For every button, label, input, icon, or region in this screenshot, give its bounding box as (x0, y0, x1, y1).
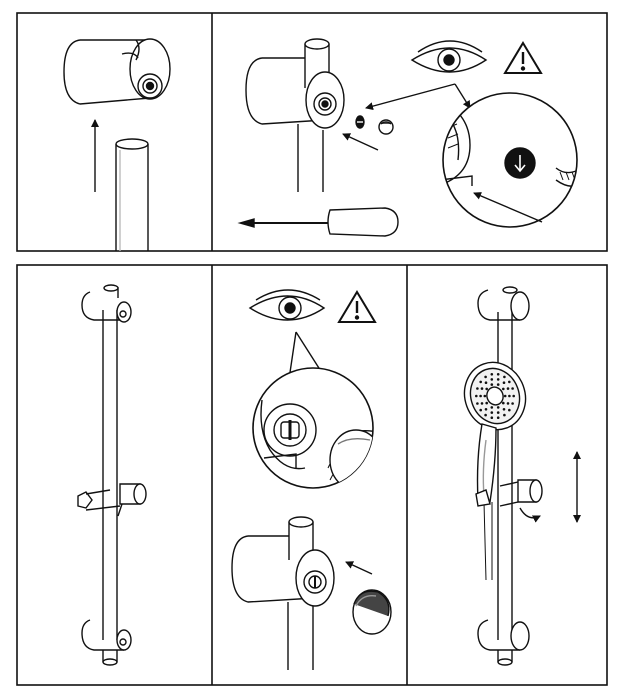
nozzle-dot (485, 387, 489, 391)
bottom-row-frame (16, 264, 608, 686)
rail-tube (497, 312, 513, 640)
panel-final-use (463, 286, 581, 666)
nozzle-dot (485, 401, 489, 405)
panel-cap-orientation (231, 289, 392, 670)
shower-hose (483, 501, 493, 581)
cover-cap (352, 589, 392, 635)
nozzle-dot (480, 387, 484, 390)
rotate-arrow-icon (519, 507, 541, 523)
cap-insert-arrow (345, 561, 373, 575)
nozzle-dot (508, 408, 511, 412)
nozzle-dot (502, 387, 505, 391)
nozzle-dot (475, 394, 478, 398)
rail-tube (102, 310, 118, 640)
nozzle-dot (476, 387, 479, 390)
panel-insert-bracket (63, 38, 171, 251)
magnified-arrow (473, 192, 543, 223)
magnified-detail-cap (252, 367, 374, 489)
nozzle-dot (496, 411, 500, 414)
nozzle-dot (476, 402, 479, 405)
nozzle-dot (479, 394, 482, 398)
nozzle-dot (496, 378, 500, 381)
nozzle-dot (496, 373, 500, 376)
eye-icon (248, 289, 326, 321)
warning-triangle-icon (337, 290, 377, 323)
nozzle-dot (479, 408, 483, 412)
nozzle-dot (484, 381, 488, 385)
nozzle-dot (490, 411, 494, 414)
bottom-wall-bracket (81, 619, 132, 666)
top-wall-bracket (81, 284, 132, 323)
top-row (16, 12, 608, 252)
nozzle-dot (503, 375, 506, 379)
eye-pointer-line-1 (365, 83, 456, 111)
nozzle-dot (484, 375, 487, 379)
panel-rail-overview (77, 284, 147, 666)
panel-fix-screw (237, 38, 578, 237)
nozzle-dot (506, 387, 510, 390)
nozzle-dot (490, 416, 494, 420)
magnified-detail-screw (442, 92, 578, 228)
nozzle-dot (490, 383, 494, 386)
nozzle-dot (496, 416, 500, 420)
nozzle-dot (502, 408, 506, 411)
nozzle-dot (506, 402, 510, 405)
nozzle-dot (479, 380, 483, 384)
screw-part (355, 115, 365, 129)
nozzle-dot (483, 394, 487, 398)
assembly-arrow (342, 133, 379, 151)
slider-holder (475, 479, 543, 523)
nozzle-dot (511, 387, 514, 390)
nozzle-dot (490, 373, 494, 376)
warning-triangle-icon (503, 41, 543, 74)
nozzle-dot (490, 378, 494, 381)
nozzle-dot (512, 394, 515, 398)
bottom-wall-bracket (477, 619, 530, 666)
nozzle-pattern (475, 373, 515, 420)
nozzle-dot (503, 394, 507, 398)
bracket-body (63, 38, 171, 105)
nozzle-dot (502, 401, 505, 405)
nozzle-dot (502, 381, 506, 385)
cover-cap-part (378, 119, 394, 135)
nozzle-dot (490, 406, 494, 409)
hand-shower-head (463, 361, 527, 431)
screwdriver-icon (237, 207, 399, 237)
eye-icon (410, 40, 488, 73)
nozzle-dot (484, 413, 487, 417)
nozzle-dot (511, 402, 514, 405)
top-row-frame (16, 12, 608, 252)
nozzle-dot (484, 408, 488, 411)
nozzle-dot (496, 406, 500, 409)
nozzle-dot (503, 413, 506, 417)
slider-holder (77, 483, 147, 517)
bottom-row (16, 264, 608, 686)
nozzle-dot (480, 402, 484, 405)
eye-pointer-line-2 (454, 83, 471, 109)
nozzle-dot (508, 380, 511, 384)
bracket-with-cap (231, 516, 335, 670)
nozzle-dot (508, 394, 511, 398)
top-wall-bracket (477, 286, 530, 321)
nozzle-dot (496, 383, 500, 386)
shower-rail (115, 138, 149, 251)
